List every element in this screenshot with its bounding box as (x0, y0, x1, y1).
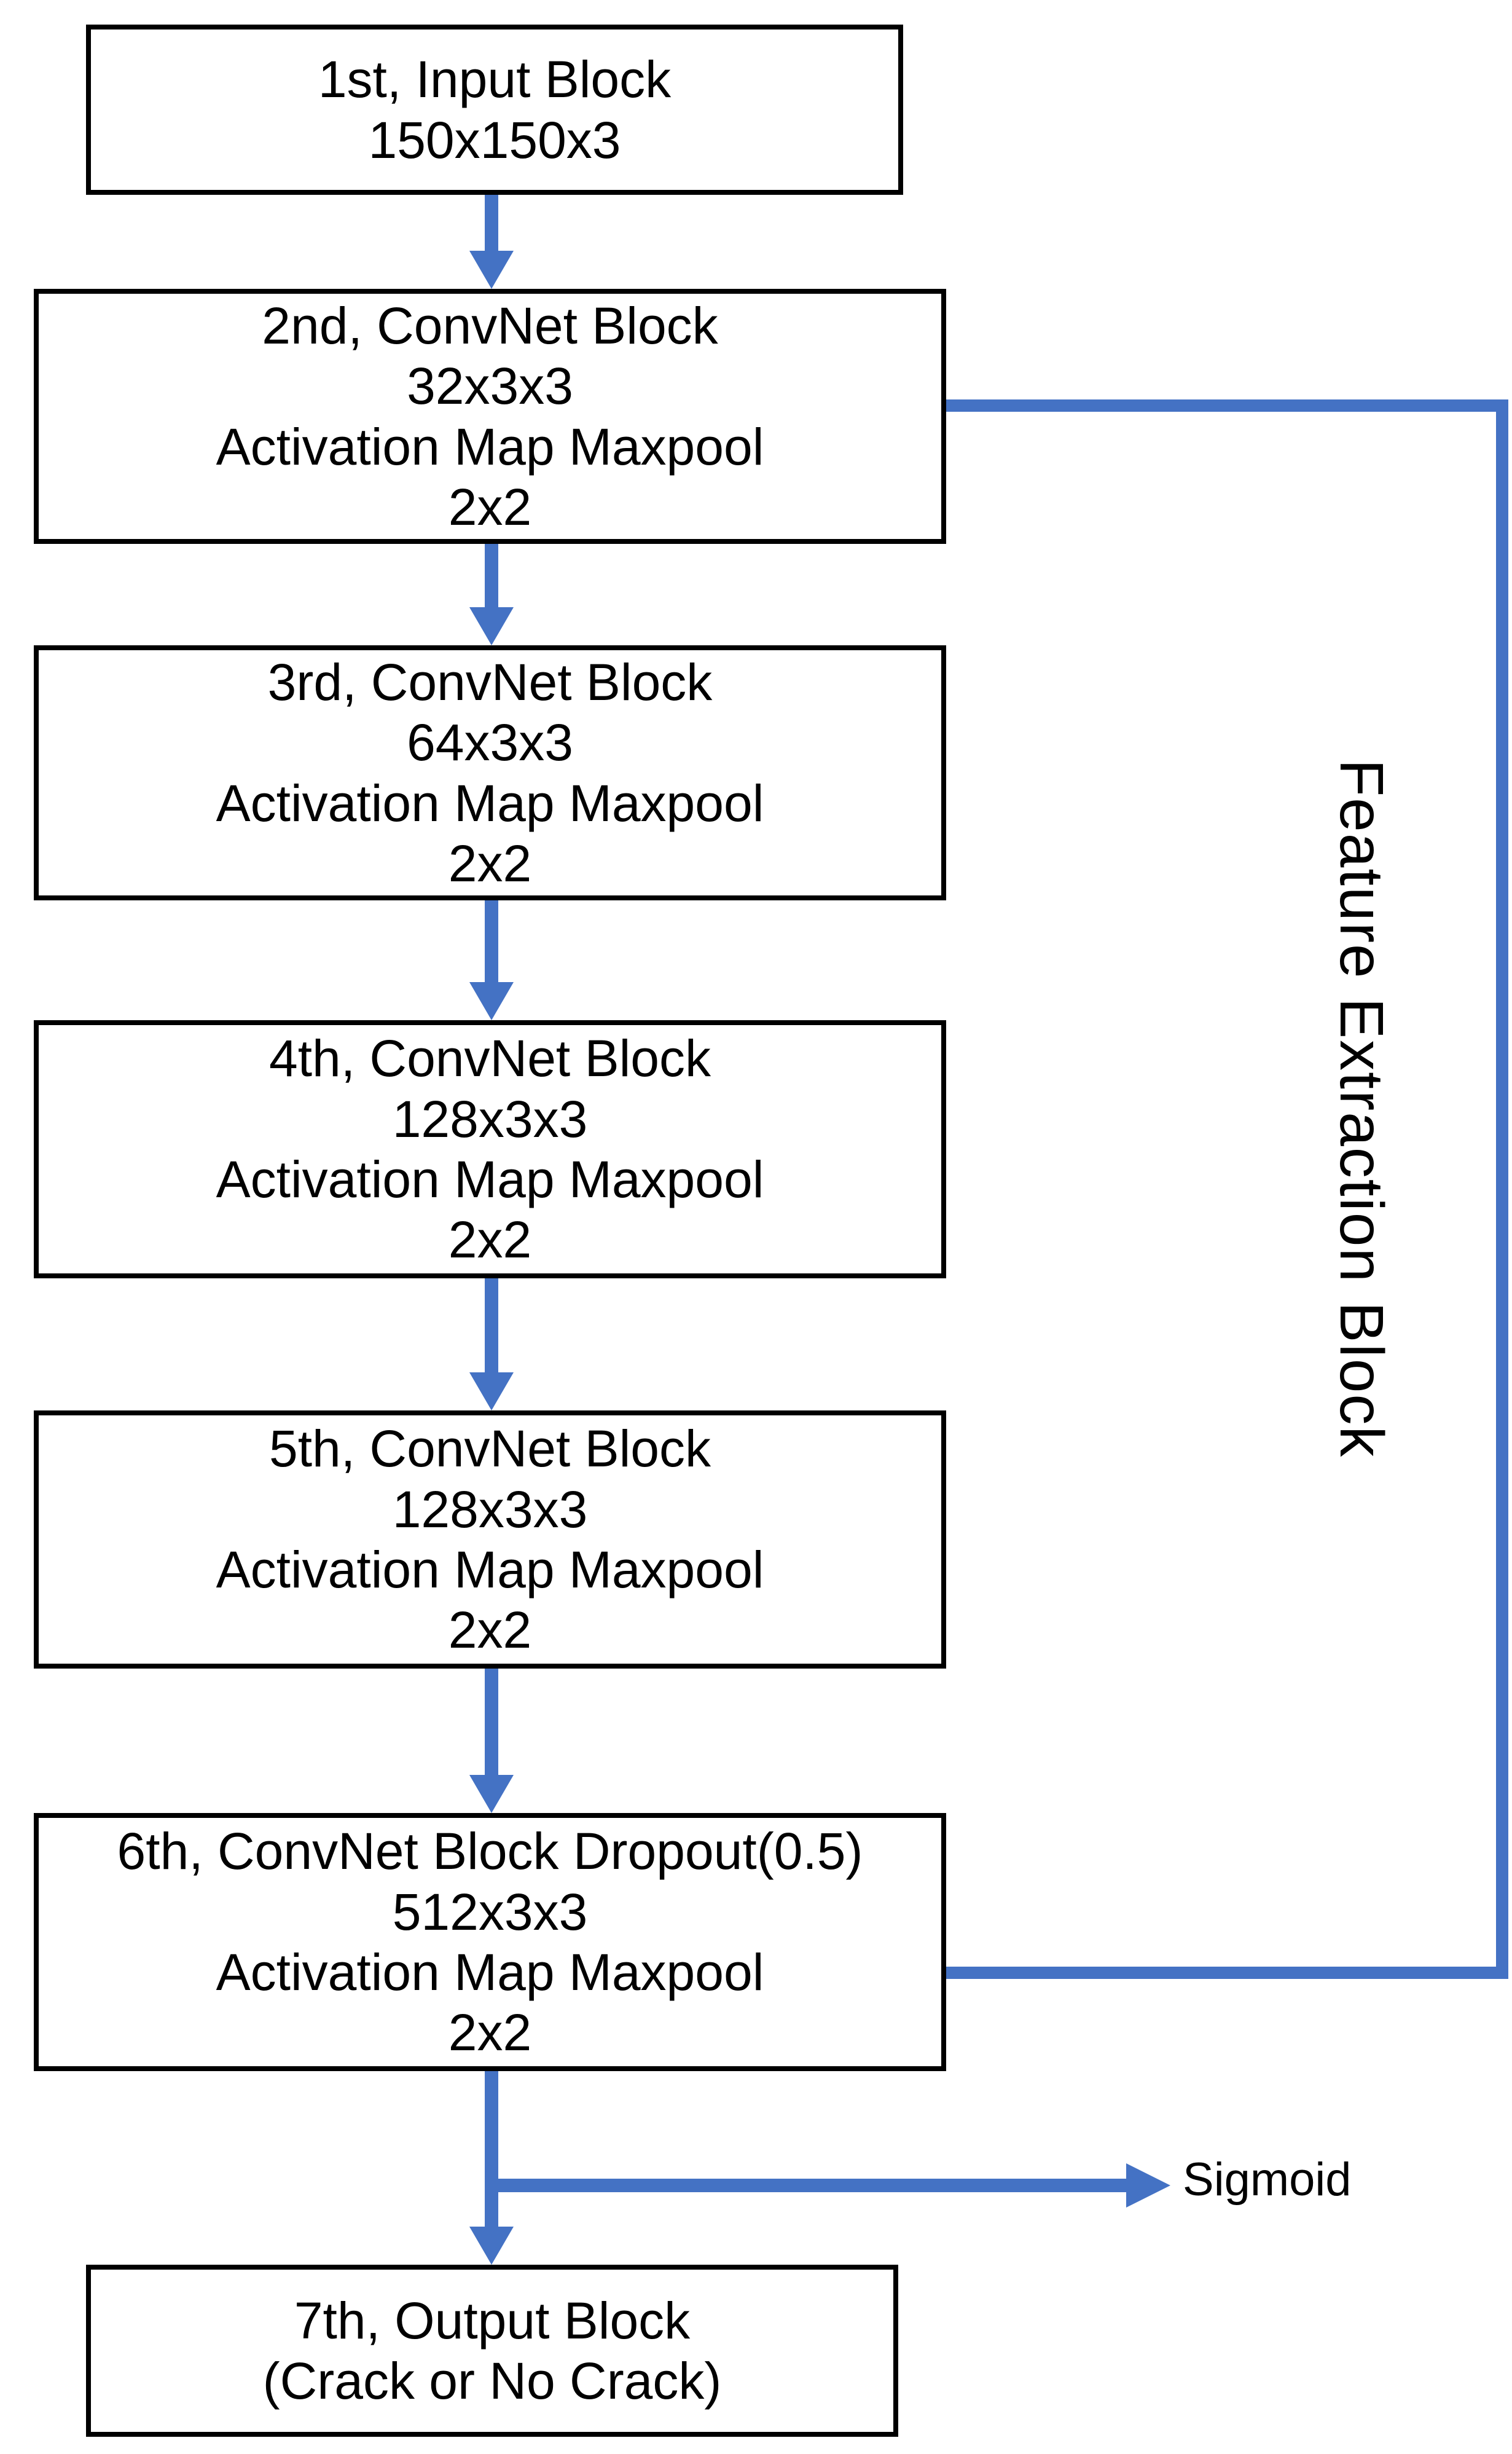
block-output: 7th, Output Block (Crack or No Crack) (86, 2265, 898, 2437)
arrow-shaft (485, 544, 498, 608)
arrow-shaft (485, 1278, 498, 1374)
block-pool-size: 2x2 (448, 1601, 532, 1659)
arrow-head (469, 1372, 514, 1410)
arrow-head (469, 251, 514, 289)
block-filters: 32x3x3 (407, 357, 573, 415)
block-title: 6th, ConvNet Block Dropout(0.5) (117, 1822, 863, 1881)
arrow-down-icon (469, 900, 514, 1020)
arrow-right-icon (485, 2163, 1170, 2208)
block-activation: Activation Map Maxpool (216, 774, 764, 832)
arrow-shaft (485, 900, 498, 983)
feature-bracket-vertical (1496, 399, 1508, 1979)
block-title: 7th, Output Block (294, 2291, 691, 2350)
arrow-head (469, 1775, 514, 1813)
block-convnet-2: 2nd, ConvNet Block 32x3x3 Activation Map… (34, 289, 946, 544)
arrow-head (469, 982, 514, 1020)
block-classes: (Crack or No Crack) (262, 2352, 722, 2410)
block-convnet-5: 5th, ConvNet Block 128x3x3 Activation Ma… (34, 1410, 946, 1669)
block-filters: 128x3x3 (392, 1480, 588, 1538)
arrow-down-icon (469, 544, 514, 645)
arrow-shaft (485, 195, 498, 252)
block-filters: 128x3x3 (392, 1090, 588, 1148)
arrow-head (469, 607, 514, 645)
block-convnet-4: 4th, ConvNet Block 128x3x3 Activation Ma… (34, 1020, 946, 1278)
arrow-head (469, 2227, 514, 2265)
arrow-shaft (485, 2179, 1126, 2192)
feature-extraction-label: Feature Extraction Block (1327, 759, 1396, 1458)
block-pool-size: 2x2 (448, 834, 532, 892)
feature-bracket-top-leg (946, 399, 1508, 412)
arrow-head (1126, 2163, 1170, 2208)
block-title: 3rd, ConvNet Block (267, 653, 713, 711)
block-input: 1st, Input Block 150x150x3 (86, 25, 903, 195)
block-title: 5th, ConvNet Block (268, 1420, 711, 1478)
block-convnet-6-dropout: 6th, ConvNet Block Dropout(0.5) 512x3x3 … (34, 1813, 946, 2071)
feature-bracket-bottom-leg (946, 1967, 1508, 1979)
arrow-down-icon (469, 195, 514, 289)
block-activation: Activation Map Maxpool (216, 1541, 764, 1599)
block-pool-size: 2x2 (448, 478, 532, 536)
block-activation: Activation Map Maxpool (216, 417, 764, 476)
block-pool-size: 2x2 (448, 1211, 532, 1269)
block-title: 1st, Input Block (318, 50, 672, 109)
arrow-shaft (485, 1669, 498, 1776)
block-pool-size: 2x2 (448, 2004, 532, 2062)
block-convnet-3: 3rd, ConvNet Block 64x3x3 Activation Map… (34, 645, 946, 900)
block-title: 2nd, ConvNet Block (262, 296, 718, 355)
arrow-down-icon (469, 1669, 514, 1813)
arrow-down-icon (469, 1278, 514, 1410)
block-filters: 512x3x3 (392, 1882, 588, 1941)
block-title: 4th, ConvNet Block (268, 1029, 711, 1088)
block-activation: Activation Map Maxpool (216, 1943, 764, 2001)
block-activation: Activation Map Maxpool (216, 1150, 764, 1208)
block-shape: 150x150x3 (368, 111, 621, 169)
sigmoid-label: Sigmoid (1183, 2153, 1352, 2206)
block-filters: 64x3x3 (407, 714, 573, 772)
